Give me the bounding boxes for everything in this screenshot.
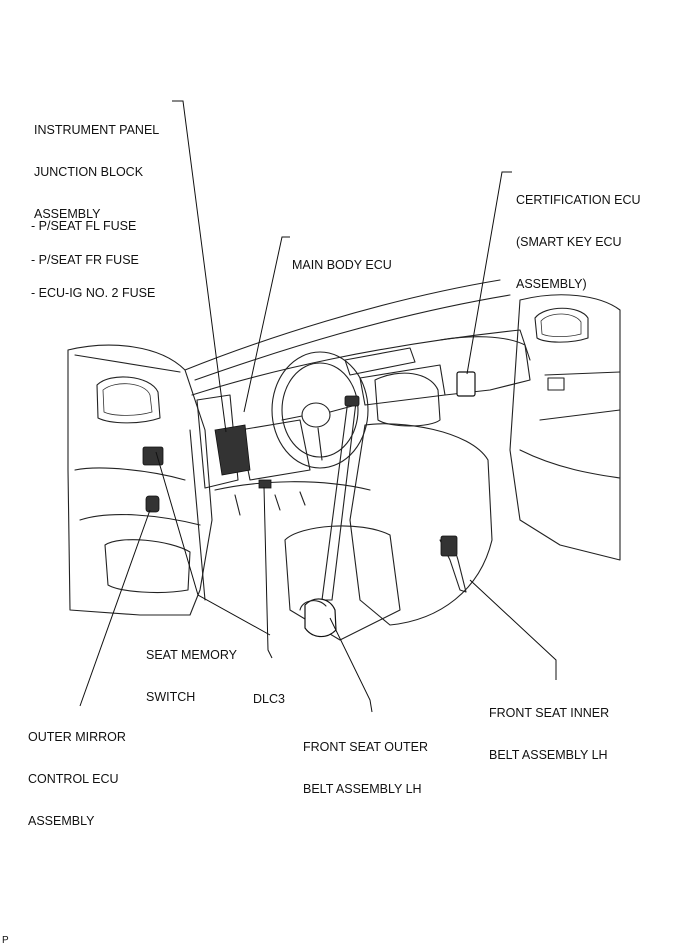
driver-seat — [284, 372, 493, 641]
seat-memory-switch-label: SEAT MEMORY SWITCH — [146, 648, 237, 704]
certification-ecu-part — [456, 371, 476, 397]
certification-ecu-label: CERTIFICATION ECU (SMART KEY ECU ASSEMBL… — [516, 193, 641, 291]
dlc3-label: DLC3 — [253, 692, 285, 706]
right-door — [509, 294, 621, 561]
fuse-item: - P/SEAT FR FUSE — [31, 253, 139, 267]
fuse-list: - P/SEAT FR FUSE — [31, 225, 139, 281]
instrument-panel-label: INSTRUMENT PANEL JUNCTION BLOCK ASSEMBLY — [34, 123, 160, 221]
outer-mirror-label: OUTER MIRROR CONTROL ECU ASSEMBLY — [28, 730, 126, 828]
corner-mark: P — [2, 935, 9, 946]
inner-belt-buckle — [440, 535, 458, 557]
fuse-list: - P/SEAT FL FUSE — [31, 191, 136, 247]
front-seat-outer-label: FRONT SEAT OUTER BELT ASSEMBLY LH — [303, 740, 429, 796]
outer-mirror-ecu-part — [145, 495, 160, 513]
fuse-item: - P/SEAT FL FUSE — [31, 219, 137, 233]
steering-wheel — [271, 351, 369, 469]
junction-block-part — [214, 424, 251, 476]
fuse-list: - ECU-IG NO. 2 FUSE — [31, 258, 155, 314]
leader-lines — [79, 100, 557, 713]
main-body-ecu-label: MAIN BODY ECU — [292, 258, 392, 272]
left-door — [67, 344, 213, 616]
dashboard — [184, 279, 531, 516]
seat-memory-switch-part — [142, 446, 164, 466]
dlc3-part — [258, 479, 272, 489]
front-seat-inner-label: FRONT SEAT INNER BELT ASSEMBLY LH — [489, 706, 610, 762]
outer-seat-belt — [299, 395, 360, 638]
fuse-item: - ECU-IG NO. 2 FUSE — [31, 286, 156, 300]
